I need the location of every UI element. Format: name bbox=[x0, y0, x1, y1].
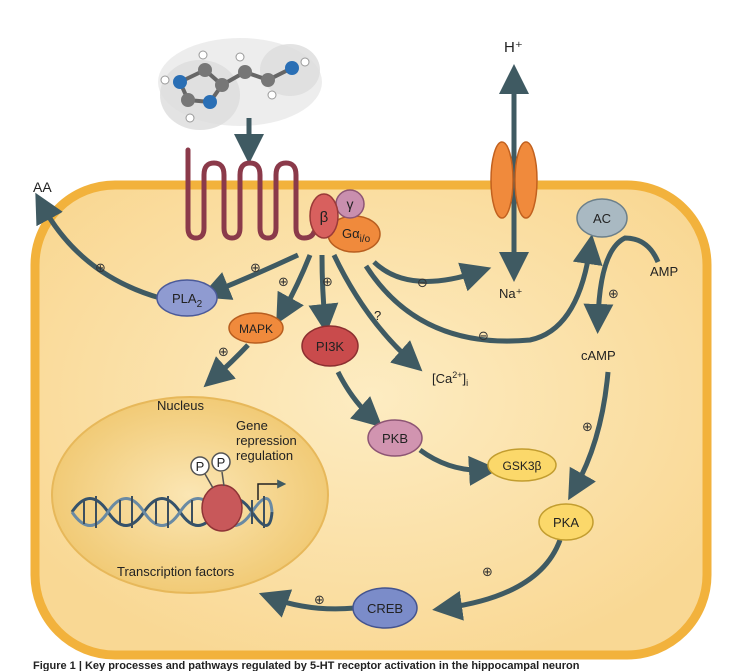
minus-sign-ac: ⊖ bbox=[478, 329, 489, 344]
node-pkb bbox=[367, 419, 423, 457]
label-beta: β bbox=[320, 209, 329, 226]
label-mapk: MAPK bbox=[239, 322, 273, 336]
label-gene-1: Gene bbox=[236, 418, 268, 433]
label-amp: AMP bbox=[650, 264, 678, 279]
node-mapk bbox=[228, 312, 284, 344]
arrow-inhibit-ac bbox=[363, 234, 603, 344]
gpcr-receptor bbox=[185, 147, 317, 241]
label-creb: CREB bbox=[367, 601, 403, 616]
transcription-factor bbox=[201, 484, 243, 532]
transcription-start-arrow bbox=[257, 479, 287, 500]
label-galpha: Gαi/o bbox=[342, 226, 371, 245]
dna-helix bbox=[70, 496, 274, 528]
arrow-mapk-nucleus bbox=[203, 343, 250, 388]
arrow-camp-pka bbox=[568, 371, 611, 501]
arrow-pka-creb bbox=[432, 539, 563, 621]
plus-sign-creb: ⊕ bbox=[314, 593, 325, 608]
minus-sign-channel: ⊖ bbox=[417, 276, 428, 291]
label-h-plus: H⁺ bbox=[504, 39, 523, 56]
figure-caption: Figure 1 | Key processes and pathways re… bbox=[33, 660, 580, 671]
phospho-circle-1 bbox=[190, 456, 210, 476]
arrow-to-mapk bbox=[276, 254, 313, 325]
node-creb bbox=[352, 587, 418, 629]
ca-close: ] bbox=[463, 371, 467, 386]
node-ac bbox=[576, 198, 628, 238]
label-ca: [Ca2+]i bbox=[432, 370, 468, 388]
label-pla2: PLA2 bbox=[172, 291, 203, 310]
plus-sign-mapk: ⊕ bbox=[278, 275, 289, 290]
label-gene-2: repression bbox=[236, 433, 297, 448]
arrow-pla2-aa bbox=[35, 192, 161, 301]
plus-sign-nucleus: ⊕ bbox=[218, 345, 229, 360]
plus-sign-pla2: ⊕ bbox=[250, 261, 261, 276]
label-question: ? bbox=[374, 308, 381, 323]
arrow-creb-nucleus bbox=[258, 589, 356, 618]
label-nucleus: Nucleus bbox=[157, 398, 204, 413]
arrow-to-pla2 bbox=[200, 252, 300, 300]
node-pi3k bbox=[301, 325, 359, 367]
arrow-amp-camp bbox=[583, 235, 661, 334]
arrow-pi3k-pkb bbox=[335, 370, 383, 428]
label-ac: AC bbox=[593, 211, 611, 226]
ca-sup: 2+ bbox=[452, 370, 462, 380]
plus-sign-amp-camp: ⊕ bbox=[608, 287, 619, 302]
node-pka bbox=[538, 503, 594, 541]
phospho-label-2: P bbox=[217, 455, 226, 470]
arrow-to-ca bbox=[331, 253, 423, 372]
label-gsk3b: GSK3β bbox=[503, 459, 542, 473]
label-transcription: Transcription factors bbox=[117, 564, 235, 579]
node-gsk3b bbox=[487, 448, 557, 482]
ca-base: [Ca bbox=[432, 371, 453, 386]
ligand-molecule bbox=[158, 38, 322, 130]
phospho-circle-2 bbox=[211, 452, 231, 472]
galpha-main: Gα bbox=[342, 226, 360, 241]
arrow-pkb-gsk3b bbox=[418, 447, 499, 486]
node-pla2 bbox=[156, 279, 218, 317]
plus-sign-camp-pka: ⊕ bbox=[582, 420, 593, 435]
galpha-sub: i/o bbox=[360, 234, 371, 245]
nucleus bbox=[51, 396, 329, 594]
plus-sign-pla2-aa: ⊕ bbox=[95, 261, 106, 276]
label-camp: cAMP bbox=[581, 348, 616, 363]
label-pi3k: PI3K bbox=[316, 339, 345, 354]
label-gamma: γ bbox=[347, 196, 354, 212]
arrow-inhibit-channel bbox=[372, 260, 492, 292]
label-na-plus: Na⁺ bbox=[499, 286, 522, 301]
arrow-to-pi3k bbox=[308, 254, 339, 334]
ca-sub: i bbox=[466, 378, 468, 388]
plus-sign-pi3k: ⊕ bbox=[322, 275, 333, 290]
label-gene-3: regulation bbox=[236, 448, 293, 463]
label-pkb: PKB bbox=[382, 431, 408, 446]
plus-sign-pka-creb: ⊕ bbox=[482, 565, 493, 580]
node-beta bbox=[309, 193, 339, 239]
label-aa: AA bbox=[33, 179, 52, 195]
pla2-sub: 2 bbox=[197, 299, 203, 310]
ion-channel bbox=[490, 141, 538, 219]
phospho-label-1: P bbox=[196, 459, 205, 474]
pla2-main: PLA bbox=[172, 291, 197, 306]
label-pka: PKA bbox=[553, 515, 579, 530]
